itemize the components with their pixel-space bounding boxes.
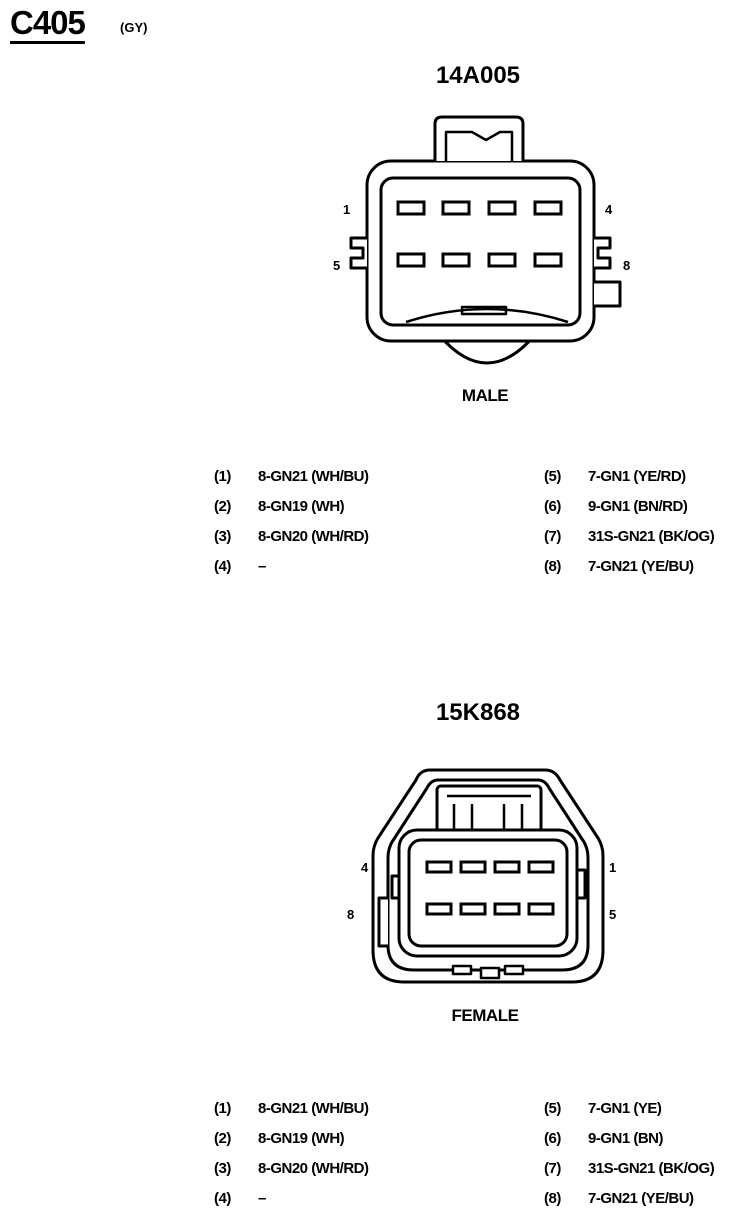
female-gender-label: FEMALE	[451, 1006, 519, 1025]
pin-circuit: –	[258, 1190, 266, 1207]
female-inner-shroud	[386, 778, 590, 972]
male-pin-label-4: 4	[605, 202, 613, 217]
male-latch-inner	[444, 130, 514, 161]
female-bottom-slot	[479, 966, 501, 980]
pin-circuit: 8-GN19 (WH)	[258, 1130, 345, 1147]
male-inner-body	[379, 176, 582, 327]
pin-circuit: 8-GN21 (WH/BU)	[258, 468, 369, 485]
female-pin-label-5: 5	[609, 907, 617, 922]
female-left-tab	[377, 896, 388, 948]
connector-id: C405	[10, 4, 86, 41]
pin-number: (2)	[214, 1130, 231, 1147]
male-pin-label-8: 8	[623, 258, 631, 273]
pin-number: (2)	[214, 498, 231, 515]
female-outer-shroud	[371, 768, 605, 984]
male-latch	[433, 115, 525, 161]
pin-number: (3)	[214, 1160, 231, 1177]
pin-circuit: 31S-GN21 (BK/OG)	[588, 1160, 715, 1177]
female-right-nub	[577, 868, 587, 900]
female-bottom-slot	[451, 964, 473, 976]
female-part-number: 15K868	[435, 699, 521, 726]
female-pin-socket	[527, 860, 555, 874]
pin-circuit: –	[258, 558, 266, 575]
pin-number: (8)	[544, 1190, 561, 1207]
female-pin-socket	[425, 902, 453, 916]
female-pin-socket	[425, 860, 453, 874]
male-pin-socket	[533, 200, 563, 216]
pin-circuit: 8-GN20 (WH/RD)	[258, 528, 369, 545]
female-pin-label-8: 8	[347, 907, 355, 922]
female-pin-label-1: 1	[609, 860, 617, 875]
male-pin-socket	[396, 252, 426, 268]
female-latch-housing	[435, 784, 543, 834]
male-pin-label-5: 5	[333, 258, 341, 273]
male-pin-socket	[487, 252, 517, 268]
male-gender-label: MALE	[461, 386, 509, 405]
female-pin-socket	[459, 902, 487, 916]
male-pin-socket	[396, 200, 426, 216]
male-pin-socket	[487, 200, 517, 216]
female-inner-cavity	[407, 838, 569, 948]
pin-number: (4)	[214, 1190, 231, 1207]
pin-number: (5)	[544, 1100, 561, 1117]
female-pin-socket	[493, 902, 521, 916]
pin-number: (1)	[214, 1100, 231, 1117]
male-pin-label-1: 1	[343, 202, 351, 217]
male-pin-socket	[441, 200, 471, 216]
male-pin-socket	[441, 252, 471, 268]
pin-number: (4)	[214, 558, 231, 575]
male-bottom-lobe	[438, 335, 536, 365]
pin-number: (8)	[544, 558, 561, 575]
pin-number: (1)	[214, 468, 231, 485]
male-left-tab	[349, 236, 367, 270]
pin-circuit: 7-GN1 (YE/RD)	[588, 468, 686, 485]
pin-circuit: 9-GN1 (BN/RD)	[588, 498, 688, 515]
pin-circuit: 7-GN21 (YE/BU)	[588, 1190, 694, 1207]
female-connector-diagram	[371, 768, 605, 984]
female-bottom-slot	[503, 964, 525, 976]
pin-number: (7)	[544, 528, 561, 545]
pin-number: (6)	[544, 1130, 561, 1147]
pin-circuit: 31S-GN21 (BK/OG)	[588, 528, 715, 545]
male-right-notch	[594, 280, 622, 308]
male-bottom-key-slot	[460, 305, 508, 316]
pin-number: (3)	[214, 528, 231, 545]
female-pin-socket	[527, 902, 555, 916]
male-pin-socket	[533, 252, 563, 268]
male-right-tab	[594, 236, 612, 270]
female-latch-bar	[447, 794, 531, 832]
pin-circuit: 7-GN21 (YE/BU)	[588, 558, 694, 575]
pin-number: (7)	[544, 1160, 561, 1177]
pin-circuit: 8-GN19 (WH)	[258, 498, 345, 515]
pin-circuit: 8-GN21 (WH/BU)	[258, 1100, 369, 1117]
female-pin-socket	[493, 860, 521, 874]
pin-circuit: 7-GN1 (YE)	[588, 1100, 662, 1117]
female-pin-socket	[459, 860, 487, 874]
pin-number: (6)	[544, 498, 561, 515]
male-connector-diagram	[349, 115, 622, 365]
pin-number: (5)	[544, 468, 561, 485]
pin-circuit: 8-GN20 (WH/RD)	[258, 1160, 369, 1177]
female-pin-label-4: 4	[361, 860, 369, 875]
pin-circuit: 9-GN1 (BN)	[588, 1130, 664, 1147]
male-bottom-key	[405, 307, 569, 324]
connector-color-code: (GY)	[120, 20, 148, 35]
female-left-nub	[390, 874, 399, 900]
male-part-number: 14A005	[435, 62, 521, 89]
female-inner-body	[397, 828, 579, 958]
